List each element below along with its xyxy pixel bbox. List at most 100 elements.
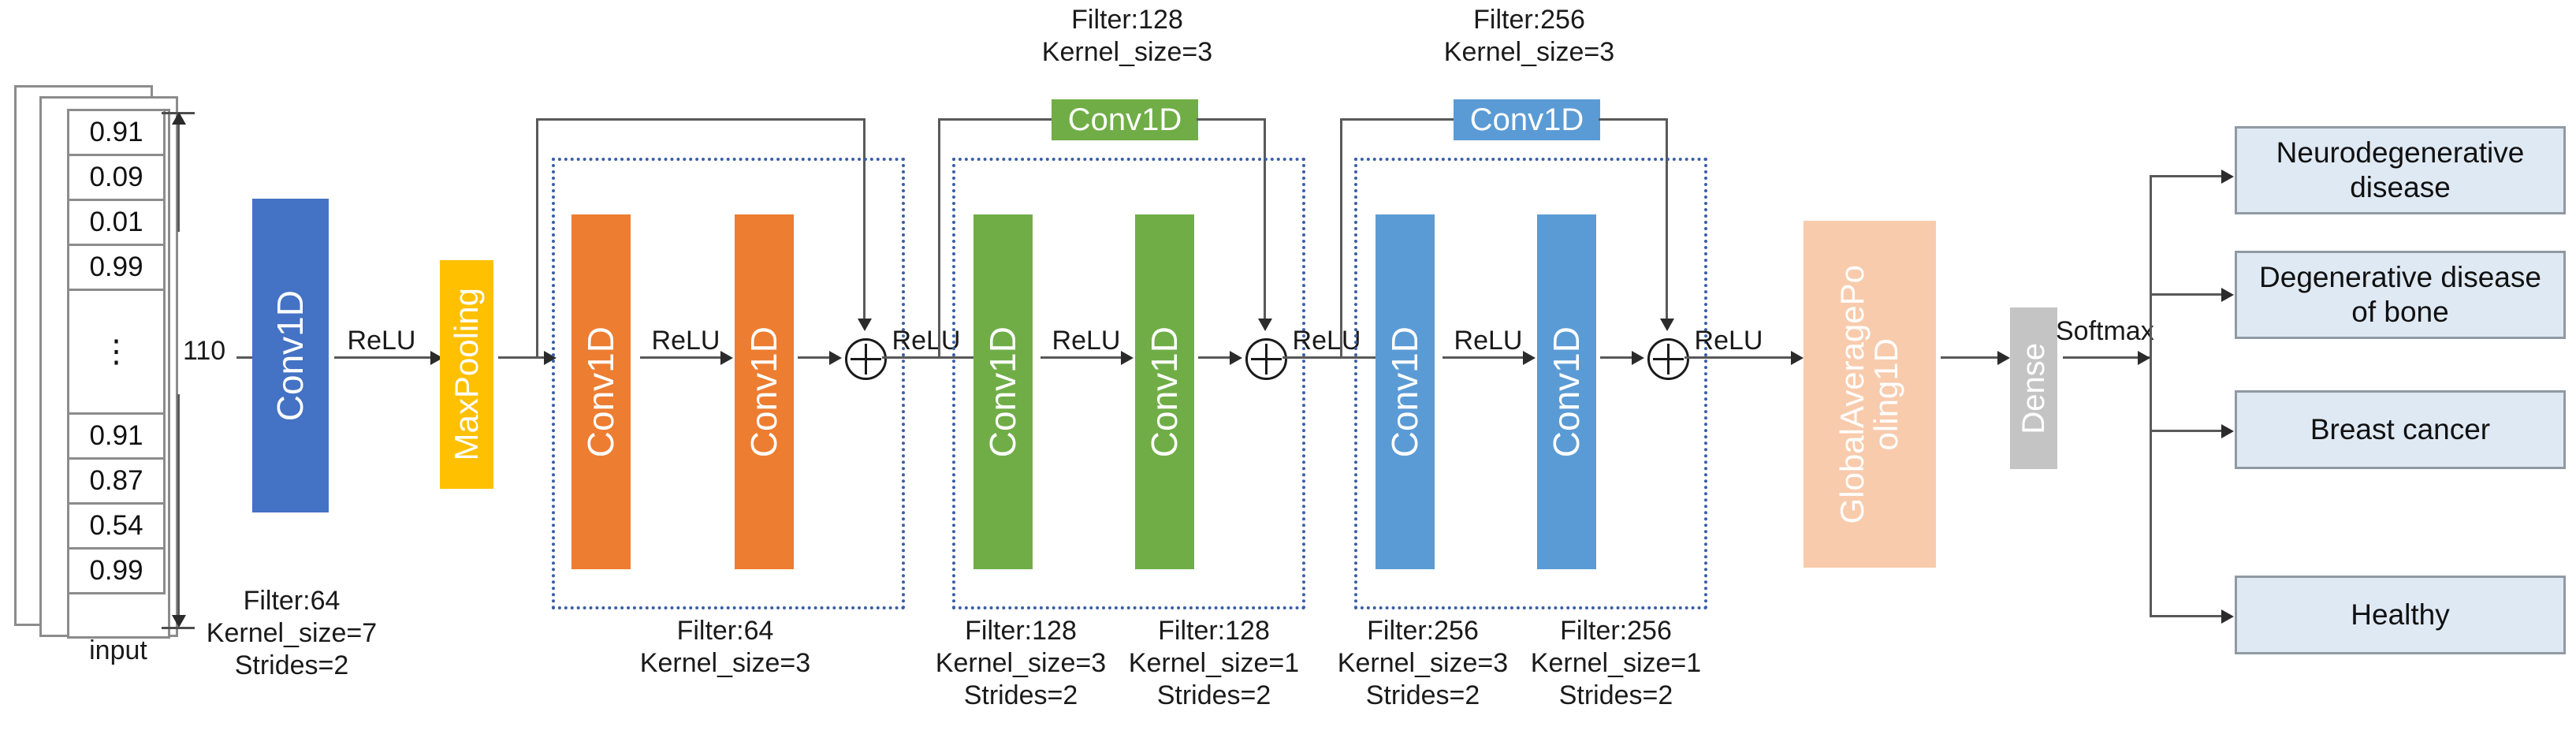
block2-out-line	[1282, 356, 1385, 359]
block1-conv-a-label: Conv1D	[580, 326, 622, 458]
block1-relu-out: ReLU	[892, 326, 961, 356]
block2-relu-out: ReLU	[1292, 326, 1361, 356]
softmax-arrow-head	[2138, 351, 2150, 365]
output-fanout-bus	[2150, 175, 2152, 617]
output-class-box[interactable]: Breast cancer	[2235, 390, 2566, 469]
block1-convb-to-plus-head	[829, 351, 842, 365]
output-branch-line-4	[2150, 615, 2224, 617]
block2-shortcut-conv1d-label: Conv1D	[1067, 102, 1182, 137]
block2-skip-top-right	[1197, 118, 1266, 121]
input-dimension-arrow-down	[172, 615, 186, 628]
block3-skip-top-left	[1340, 118, 1458, 121]
block1-convb-to-plus-line	[798, 356, 833, 359]
stem-relu-arrow-line	[334, 356, 433, 359]
block3-skip-top-right	[1599, 118, 1668, 121]
output-branch-head-1	[2221, 170, 2234, 184]
block3-relu-out: ReLU	[1694, 326, 1763, 356]
block2-convb-to-plus-line	[1198, 356, 1234, 359]
block1-conv-b: Conv1D	[735, 214, 794, 569]
arrow-gap-to-dense-head	[1997, 351, 2010, 365]
block1-conv-b-label: Conv1D	[743, 326, 785, 458]
block3-relu-inner: ReLU	[1454, 326, 1523, 356]
input-dimension-line-lower	[177, 394, 180, 623]
arrow-pool-to-block1-line	[498, 356, 545, 359]
input-label: input	[89, 635, 147, 665]
maxpooling-block: MaxPooling	[440, 260, 493, 489]
output-branch-head-2	[2221, 288, 2234, 302]
block3-skip-arrow-head	[1660, 319, 1674, 331]
block1-out-line	[882, 356, 985, 359]
block1-skip-right-drop	[863, 118, 865, 325]
block2-convb-to-plus-head	[1230, 351, 1242, 365]
block2-outline	[952, 158, 1305, 609]
block3-relu-inner-head	[1523, 351, 1536, 365]
block3-add-operator	[1647, 338, 1689, 380]
block2-conv-a: Conv1D	[973, 214, 1033, 569]
input-cell: 0.09	[67, 154, 166, 201]
input-dimension-arrow-up	[172, 112, 186, 125]
stem-relu-label: ReLU	[347, 326, 416, 356]
block1-add-operator	[845, 338, 887, 380]
stem-conv1d-block: Conv1D	[252, 199, 329, 512]
block3-skip-left-riser	[1340, 118, 1342, 356]
output-branch-head-4	[2221, 609, 2234, 624]
dense-block: Dense	[2010, 307, 2057, 469]
input-dimension-line-upper	[177, 112, 180, 232]
block1-relu-inner: ReLU	[651, 326, 720, 356]
block2-relu-inner-line	[1040, 356, 1123, 359]
output-class-box[interactable]: Neurodegenerative disease	[2235, 126, 2566, 214]
output-branch-line-2	[2150, 293, 2224, 296]
block2-shortcut-conv1d: Conv1D	[1052, 99, 1198, 140]
block3-convb-to-plus-line	[1600, 356, 1636, 359]
input-cell: 0.99	[67, 244, 166, 291]
block3-conv-a-label: Conv1D	[1384, 326, 1426, 458]
input-value-cells: 0.91 0.09 0.01 0.99 ⋮ 0.91 0.87 0.54 0.9…	[67, 109, 166, 594]
output-branch-line-3	[2150, 430, 2224, 432]
block2-relu-inner-head	[1121, 351, 1134, 365]
block2-conv-b-label: Conv1D	[1144, 326, 1186, 458]
output-branch-line-1	[2150, 175, 2224, 177]
output-branch-head-3	[2221, 424, 2234, 438]
arrow-gap-to-dense-line	[1941, 356, 2000, 359]
block1-outline	[552, 158, 905, 609]
block3-shortcut-conv1d: Conv1D	[1454, 99, 1600, 140]
block3-out-head	[1791, 351, 1804, 365]
block2-relu-inner: ReLU	[1052, 326, 1121, 356]
input-cell-ellipsis: ⋮	[67, 289, 166, 415]
softmax-arrow-line	[2063, 356, 2150, 359]
block2-skip-right-drop	[1264, 118, 1266, 325]
block2-conv-b: Conv1D	[1135, 214, 1194, 569]
block1-relu-inner-head	[720, 351, 733, 365]
input-length-label: 110	[183, 336, 226, 366]
output-class-box[interactable]: Healthy	[2235, 576, 2566, 654]
block3-conv-a: Conv1D	[1375, 214, 1435, 569]
input-cell: 0.91	[67, 109, 166, 156]
maxpooling-label: MaxPooling	[447, 288, 485, 461]
block3-outline	[1354, 158, 1707, 609]
block3-out-line	[1684, 356, 1795, 359]
output-class-box[interactable]: Degenerative disease of bone	[2235, 251, 2566, 339]
block1-relu-inner-line	[640, 356, 723, 359]
block1-skip-top	[536, 118, 865, 121]
block2-skip-arrow-head	[1258, 319, 1272, 331]
block2-add-operator	[1245, 338, 1287, 380]
block3-conv-b: Conv1D	[1537, 214, 1596, 569]
block2-conv-a-label: Conv1D	[982, 326, 1024, 458]
input-cell: 0.54	[67, 502, 166, 550]
block2-skip-left-riser	[938, 118, 940, 356]
input-cell: 0.87	[67, 457, 166, 505]
softmax-label: Softmax	[2056, 316, 2154, 346]
input-dimension-tick-bottom	[162, 627, 195, 629]
block1-skip-arrow-head	[858, 319, 872, 331]
input-cell: 0.01	[67, 199, 166, 246]
block1-skip-left-riser	[536, 118, 538, 356]
block3-relu-inner-line	[1442, 356, 1525, 359]
